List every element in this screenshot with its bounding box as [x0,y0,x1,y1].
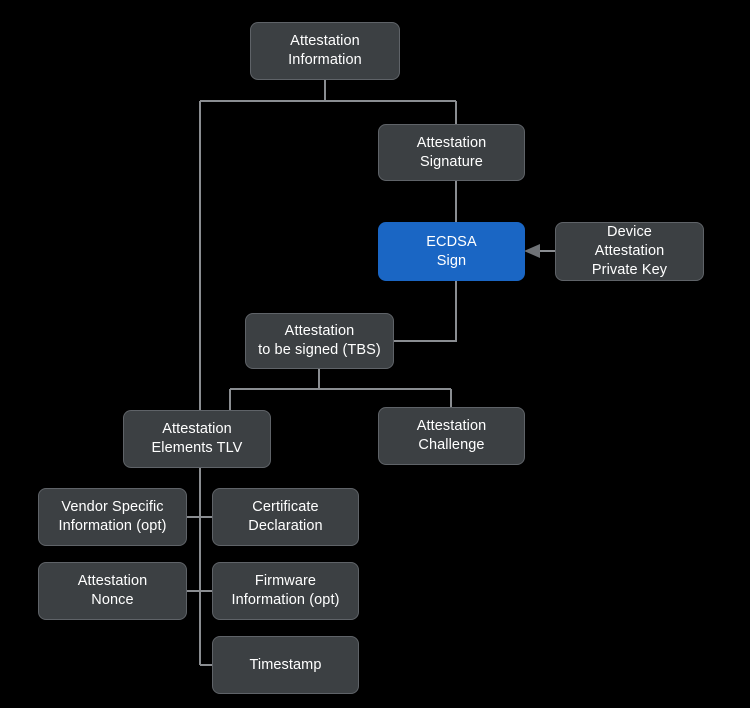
node-attestation-signature[interactable]: Attestation Signature [378,124,525,181]
node-attestation-to-be-signed[interactable]: Attestation to be signed (TBS) [245,313,394,369]
node-label: ECDSA Sign [426,233,477,269]
node-certificate-declaration[interactable]: Certificate Declaration [212,488,359,546]
node-firmware-information[interactable]: Firmware Information (opt) [212,562,359,620]
node-attestation-nonce[interactable]: Attestation Nonce [38,562,187,620]
node-timestamp[interactable]: Timestamp [212,636,359,694]
node-label: Attestation Information [288,33,362,68]
node-label: Device Attestation Private Key [591,224,668,278]
node-label: Attestation Nonce [77,573,148,608]
node-label: Attestation Elements TLV [151,421,243,456]
edge-ecdsa-to-tbs [393,281,457,342]
node-label: Firmware Information (opt) [231,573,340,608]
node-vendor-specific-information[interactable]: Vendor Specific Information (opt) [38,488,187,546]
node-label: Vendor Specific Information (opt) [58,499,167,534]
arrowhead-privatekey-to-ecdsa [524,244,540,258]
node-attestation-elements-tlv[interactable]: Attestation Elements TLV [123,410,271,468]
node-label: Attestation to be signed (TBS) [258,323,381,358]
node-label: Attestation Signature [416,134,487,170]
node-device-attestation-private-key[interactable]: Device Attestation Private Key [555,222,704,281]
node-attestation-challenge[interactable]: Attestation Challenge [378,407,525,465]
node-ecdsa-sign[interactable]: ECDSA Sign [378,222,525,281]
node-attestation-information[interactable]: Attestation Information [250,22,400,80]
node-label: Timestamp [249,656,322,673]
node-label: Attestation Challenge [416,418,487,453]
node-label: Certificate Declaration [248,499,323,534]
